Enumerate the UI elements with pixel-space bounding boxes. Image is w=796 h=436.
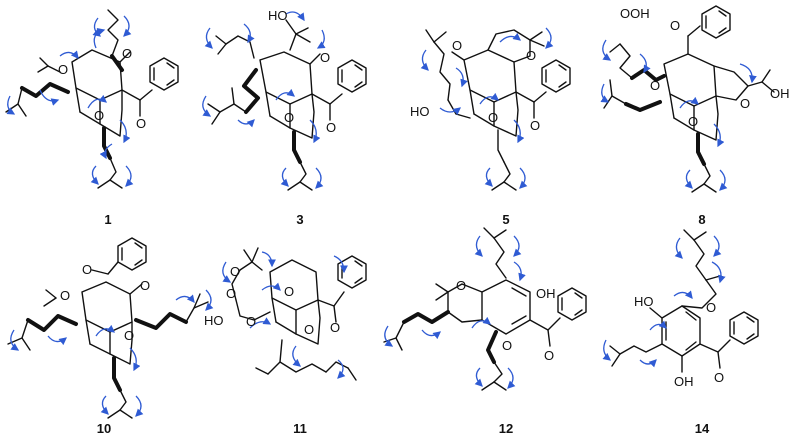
compound-12-atom-o-pyran: O (456, 278, 466, 293)
compound-5-atom-o-benzoyl: O (530, 118, 540, 133)
compound-5-atom-ho: HO (410, 104, 430, 119)
compound-14-atom-o-pyran: O (706, 300, 716, 315)
compound-8-label: 8 (698, 212, 705, 227)
compound-11-atom-o-peroxide-2: O (226, 286, 236, 301)
compound-11-structure (222, 247, 367, 381)
compound-5-atom-o-ketone: O (452, 38, 462, 53)
compound-12-atom-oh: OH (536, 286, 556, 301)
compound-3-atom-o-benzoyl: O (326, 120, 336, 135)
compound-8-atom-ooh: OOH (620, 6, 650, 21)
compound-8-structure (600, 5, 775, 193)
compound-10-atom-o-pyran: O (60, 288, 70, 303)
compound-1-structure (5, 9, 179, 189)
compound-14-structure (602, 229, 759, 373)
compound-5-atom-o-bridge: O (488, 110, 498, 125)
compound-11-atom-o-ring: O (246, 314, 256, 329)
compound-3-structure (202, 11, 367, 191)
compound-8-atom-oh: OH (770, 86, 790, 101)
compound-8-atom-o-furan: O (740, 96, 750, 111)
compound-11-atom-ho: HO (204, 313, 224, 328)
compound-10-atom-o-bridge: O (124, 328, 134, 343)
compound-3-label: 3 (296, 212, 303, 227)
compound-1-atom-o-ring: O (58, 62, 68, 77)
compound-1-atom-o-bridge: O (94, 108, 104, 123)
compound-14-label: 14 (695, 421, 710, 436)
compound-11-atom-o-benzoyl: O (330, 320, 340, 335)
compound-12-label: 12 (499, 421, 513, 436)
compound-12-atom-o-ketone: O (502, 338, 512, 353)
compound-8-atom-o-benzoyl: O (670, 18, 680, 33)
compound-5-structure (420, 27, 571, 191)
compound-14-atom-oh: OH (674, 374, 694, 389)
compound-8-atom-o-bridge: O (688, 114, 698, 129)
compound-11-atom-o-ketone-1: O (284, 284, 294, 299)
compound-12-atom-o-benzoyl: O (544, 348, 554, 363)
compound-3-atom-o-bridge: O (284, 110, 294, 125)
compound-1-atom-o-ketone: O (122, 46, 132, 61)
compound-3-atom-o-ketone: O (320, 50, 330, 65)
compound-1-atom-o-benzoyl: O (136, 116, 146, 131)
compound-11-atom-o-peroxide-1: O (230, 264, 240, 279)
compound-11-label: 11 (293, 421, 307, 436)
compound-10-label: 10 (97, 421, 111, 436)
compound-5-atom-o-pyran: O (526, 48, 536, 63)
compound-1-label: 1 (104, 212, 111, 227)
compound-14-atom-o-benzoyl: O (714, 370, 724, 385)
compound-11-atom-o-ketone-2: O (304, 322, 314, 337)
compound-12-structure (383, 227, 587, 391)
compound-14-atom-ho: HO (634, 294, 654, 309)
compound-3-atom-ho: HO (268, 8, 288, 23)
compound-10-atom-o-ketone: O (140, 278, 150, 293)
compound-5-label: 5 (502, 212, 509, 227)
compound-10-structure (7, 237, 214, 419)
compound-10-atom-o-benzoyl: O (82, 262, 92, 277)
compound-8-atom-o-ketone: O (650, 78, 660, 93)
